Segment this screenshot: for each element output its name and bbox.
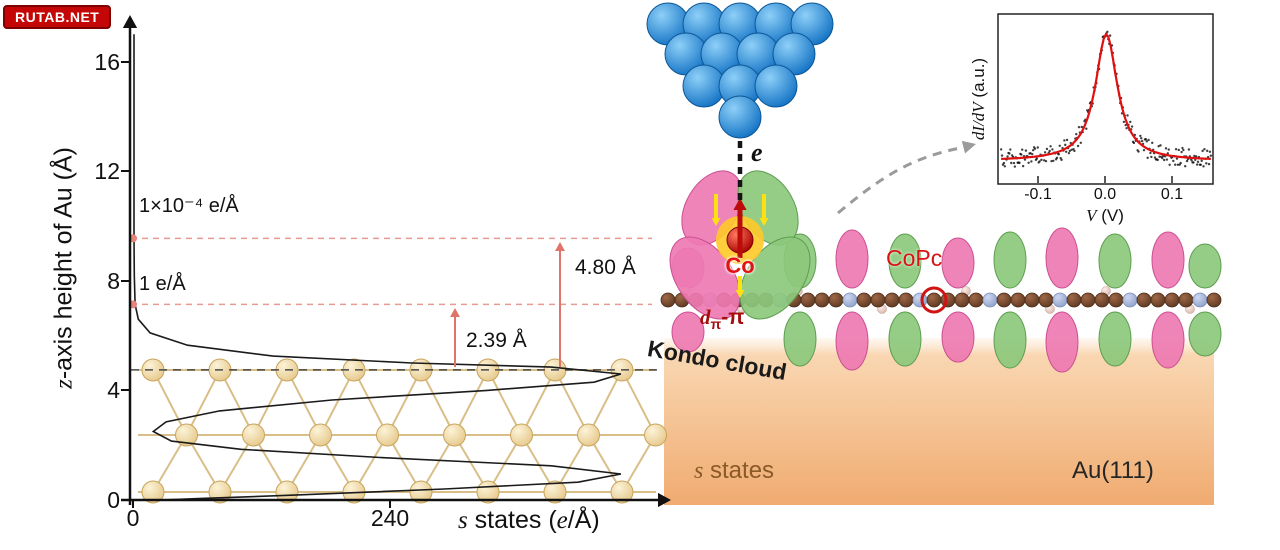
left-chart-x-axis-label: s states (e/Å): [458, 507, 600, 534]
au111-label: Au(111): [1072, 457, 1154, 484]
v-symbol: V: [1086, 206, 1097, 225]
xlabel-e-symbol: e: [556, 507, 568, 534]
c-atom: [660, 292, 676, 308]
left-chart-y-axis-label: z-axis height of Au (Å): [49, 147, 78, 389]
c-atom: [940, 292, 956, 308]
d-orbital-symbol: d: [700, 305, 711, 329]
copc-label: CoPc: [886, 245, 943, 271]
density-annotation-1e-4: 1×10⁻⁴ e/Å: [139, 195, 239, 217]
c-atom: [870, 292, 886, 308]
s-states-curve: [133, 34, 622, 501]
v-unit: (V): [1096, 206, 1124, 225]
c-atom: [1038, 292, 1054, 308]
inset-y-axis-label: dI/dV (a.u.): [969, 57, 989, 141]
n-atom: [912, 292, 928, 308]
distance-label-480: 4.80 Å: [575, 256, 636, 279]
c-atom: [1024, 292, 1040, 308]
copc-co-ring: [920, 286, 948, 314]
n-atom: [1052, 292, 1068, 308]
d-orbital-subscript: π: [710, 316, 722, 333]
inset-x-axis-label: V (V): [1072, 207, 1138, 225]
y-axis-tick-label: 12: [94, 158, 120, 184]
co-label: Co: [725, 253, 755, 278]
c-atom: [996, 292, 1012, 308]
ylabel-z-symbol: z: [50, 379, 78, 389]
n-atom: [842, 292, 858, 308]
au-substrate: [664, 338, 1214, 505]
n-atom: [1192, 292, 1208, 308]
c-atom: [800, 292, 816, 308]
y-axis-tick-label: 4: [107, 377, 120, 403]
s-states-text: states: [703, 457, 775, 484]
x-axis-tick-label: 0: [126, 505, 140, 531]
ylabel-text: -axis height of Au (Å): [49, 147, 78, 380]
pi-orbital-lobes: [671, 227, 1222, 373]
kondo-inset: [997, 13, 1214, 185]
c-atom: [814, 292, 830, 308]
c-atom: [1206, 292, 1222, 308]
xlabel-text: states (: [467, 506, 557, 534]
c-atom: [1066, 292, 1082, 308]
c-atom: [1108, 292, 1124, 308]
c-atom: [968, 292, 984, 308]
c-atom: [1080, 292, 1096, 308]
didv-unit: (a.u.): [969, 57, 989, 103]
y-axis-tick-label: 0: [107, 487, 120, 513]
inset-x-tick-label: 0.0: [1093, 186, 1117, 203]
c-atom: [1010, 292, 1026, 308]
c-atom: [1164, 292, 1180, 308]
density-annotation-1e: 1 e/Å: [139, 273, 186, 295]
electron-label: e: [751, 138, 763, 167]
s-states-label: s states: [694, 458, 774, 484]
inset-x-tick-label: 0.1: [1160, 186, 1184, 203]
au-lattice-atoms: [141, 358, 667, 504]
watermark-badge: RUTAB.NET: [3, 5, 112, 29]
distance-label-239: 2.39 Å: [466, 329, 527, 352]
n-atom: [982, 292, 998, 308]
y-axis-tick-label: 8: [107, 268, 120, 294]
c-atom: [926, 292, 942, 308]
kondo-fit-curve: [1001, 32, 1211, 160]
inset-pointer-arrow: [837, 146, 961, 215]
d-orbital-rest: -π: [721, 306, 745, 329]
c-atom: [898, 292, 914, 308]
xlabel-s-symbol: s: [458, 507, 468, 534]
c-atom: [1150, 292, 1166, 308]
inset-frame: [997, 13, 1214, 185]
x-axis-tick-label: 240: [370, 505, 410, 531]
stm-tip: [646, 2, 834, 139]
c-atom: [1094, 292, 1110, 308]
inset-x-tick-label: -0.1: [1024, 186, 1052, 203]
s-states-symbol: s: [694, 458, 704, 484]
c-atom: [828, 292, 844, 308]
c-atom: [884, 292, 900, 308]
c-atom: [954, 292, 970, 308]
s-states-profile-chart: [121, 34, 660, 508]
c-atom: [1136, 292, 1152, 308]
y-axis-tick-label: 16: [94, 49, 120, 75]
c-atom: [856, 292, 872, 308]
n-atom: [1122, 292, 1138, 308]
didv-symbol: dI/dV: [969, 102, 989, 141]
xlabel-unit: /Å): [567, 506, 600, 534]
c-atom: [1178, 292, 1194, 308]
d-pi-pi-label: dπ-π: [700, 306, 744, 332]
